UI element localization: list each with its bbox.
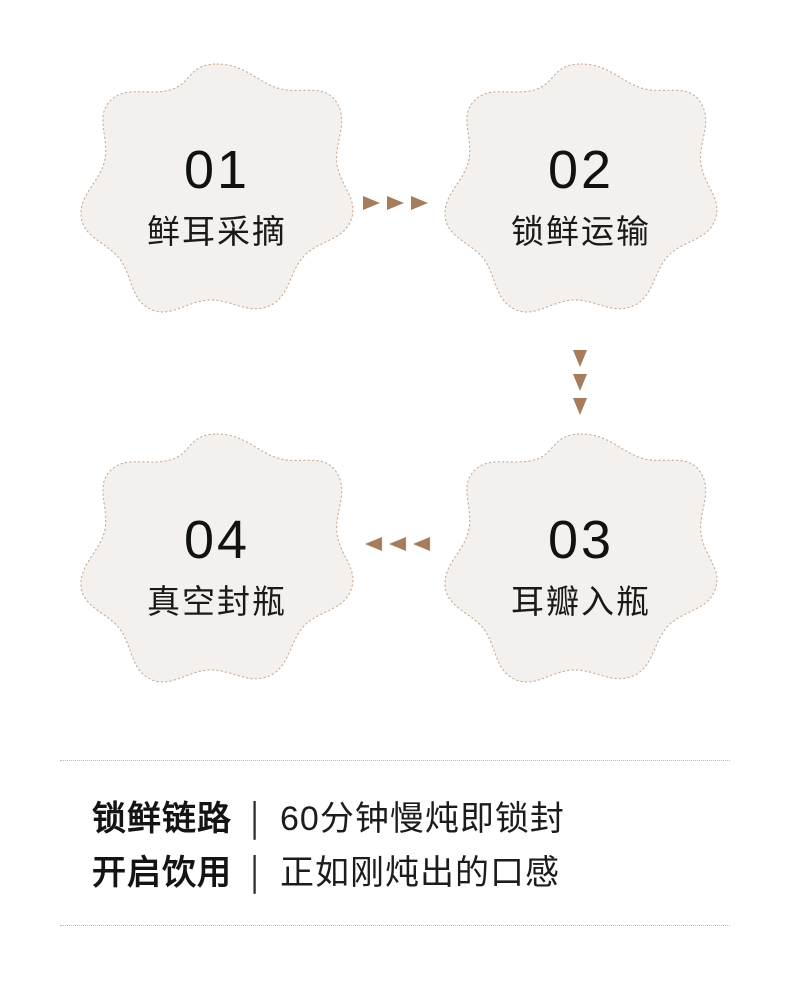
process-step-03-number: 03: [547, 510, 615, 571]
process-step-04-label: 真空封瓶: [147, 583, 287, 621]
process-step-03-content: 03 耳瓣入瓶: [511, 513, 651, 621]
arrow-right-icon: [410, 196, 428, 210]
arrow-right-icon: [386, 196, 404, 210]
divider-bottom: [60, 925, 730, 927]
process-step-02-label: 锁鲜运输: [511, 213, 651, 251]
process-step-04[interactable]: 04 真空封瓶: [78, 428, 356, 706]
process-step-03-label: 耳瓣入瓶: [511, 583, 651, 621]
process-step-01-number: 01: [183, 140, 251, 201]
arrow-left-icon: [412, 537, 430, 551]
arrow-down-icon: [573, 397, 587, 415]
arrow-left-icon: [364, 537, 382, 551]
process-step-01-content: 01 鲜耳采摘: [147, 143, 287, 251]
process-step-02-content: 02 锁鲜运输: [511, 143, 651, 251]
process-step-02-number: 02: [547, 140, 615, 201]
arrow-left-icon-group: [360, 533, 434, 555]
caption-row-label: 开启饮用: [92, 853, 232, 892]
caption-row: 锁鲜链路 │ 60分钟慢炖即锁封: [0, 798, 565, 842]
caption-separator: │: [246, 854, 266, 891]
process-flow-diagram: 01 鲜耳采摘 02 锁鲜运输 03 耳瓣入瓶: [78, 58, 720, 706]
process-step-04-number: 04: [183, 510, 251, 571]
caption-row-text: 正如刚炖出的口感: [280, 853, 560, 892]
process-step-04-content: 04 真空封瓶: [147, 513, 287, 621]
arrow-down-icon-group: [569, 345, 591, 419]
divider-top: [60, 760, 730, 762]
process-step-02[interactable]: 02 锁鲜运输: [442, 58, 720, 336]
arrow-down-icon: [573, 373, 587, 391]
caption-block: 锁鲜链路 │ 60分钟慢炖即锁封 开启饮用 │ 正如刚炖出的口感: [0, 760, 790, 927]
caption-row: 开启饮用 │ 正如刚炖出的口感: [0, 852, 560, 896]
process-step-03[interactable]: 03 耳瓣入瓶: [442, 428, 720, 706]
caption-row-label: 锁鲜链路: [92, 800, 232, 838]
caption-separator: │: [246, 801, 266, 837]
process-step-01-label: 鲜耳采摘: [147, 213, 287, 251]
caption-row-text: 60分钟慢炖即锁封: [280, 800, 565, 838]
process-step-01[interactable]: 01 鲜耳采摘: [78, 58, 356, 336]
arrow-right-icon: [362, 196, 380, 210]
arrow-down-icon: [573, 349, 587, 367]
caption-rows: 锁鲜链路 │ 60分钟慢炖即锁封 开启饮用 │ 正如刚炖出的口感: [0, 762, 790, 925]
arrow-left-icon: [388, 537, 406, 551]
arrow-right-icon-group: [358, 192, 432, 214]
